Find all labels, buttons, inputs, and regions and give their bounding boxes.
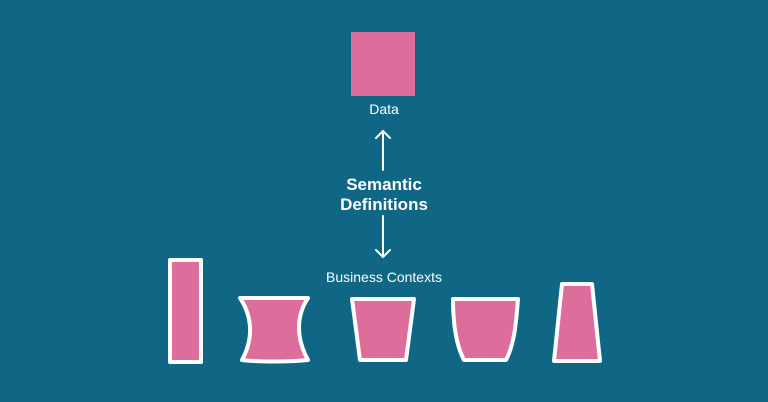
arrow-up [375, 130, 391, 171]
container-tall-rectangle [168, 258, 203, 364]
business-contexts-label: Business Contexts [326, 269, 442, 285]
container-bowl [451, 297, 520, 362]
semantic-definitions-line1: Semantic [346, 175, 422, 194]
container-hourglass [238, 296, 310, 364]
semantic-definitions-line2: Definitions [340, 195, 428, 214]
semantic-definitions-label: Semantic Definitions [0, 175, 768, 215]
container-tapered-glass [552, 282, 602, 363]
data-square [351, 32, 415, 96]
container-cup [350, 297, 416, 362]
arrow-down [375, 215, 391, 258]
data-label: Data [369, 101, 399, 117]
